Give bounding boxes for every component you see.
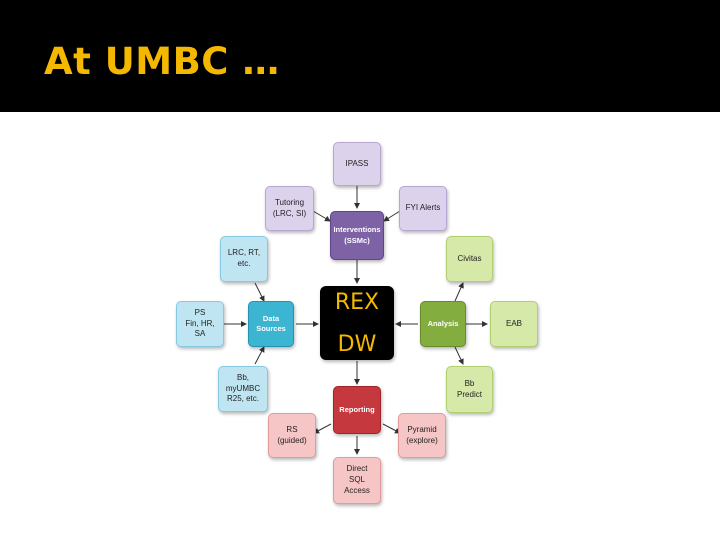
arrow-reporting-to-rs: [313, 423, 332, 434]
interventions-node: Interventions (SSMc): [330, 211, 384, 260]
rex-label: REX: [334, 290, 380, 315]
rex-dw-center-node: REX DW: [320, 286, 394, 360]
arrow-tutoring-to-interventions: [312, 210, 331, 222]
analysis-node: Analysis: [420, 301, 466, 347]
slide-title: At UMBC …: [44, 40, 280, 83]
reporting-node: Reporting: [333, 386, 381, 434]
data-sources-node: Data Sources: [248, 301, 294, 347]
tutoring-node: Tutoring (LRC, SI): [265, 186, 314, 231]
ipass-node: IPASS: [333, 142, 381, 186]
ps-fin-hr-sa-node: PS Fin, HR, SA: [176, 301, 224, 347]
direct-sql-node: Direct SQL Access: [333, 457, 381, 504]
arrow-bb-to-datasources: [254, 346, 265, 365]
arrow-analysis-to-civitas: [454, 282, 464, 302]
arrow-analysis-to-bbpredict: [454, 346, 464, 365]
arrow-reporting-to-pyramid: [382, 423, 401, 434]
dw-label: DW: [337, 332, 377, 357]
pyramid-node: Pyramid (explore): [398, 413, 446, 458]
civitas-node: Civitas: [446, 236, 493, 282]
arrow-lrc-to-datasources: [254, 282, 265, 302]
rs-guided-node: RS (guided): [268, 413, 316, 458]
lrc-rt-node: LRC, RT, etc.: [220, 236, 268, 282]
slide-header: At UMBC …: [0, 0, 720, 112]
arrow-fyi-to-interventions: [383, 210, 401, 222]
fyi-alerts-node: FYI Alerts: [399, 186, 447, 231]
bb-myumbc-node: Bb, myUMBC R25, etc.: [218, 366, 268, 412]
eab-node: EAB: [490, 301, 538, 347]
bb-predict-node: Bb Predict: [446, 366, 493, 413]
